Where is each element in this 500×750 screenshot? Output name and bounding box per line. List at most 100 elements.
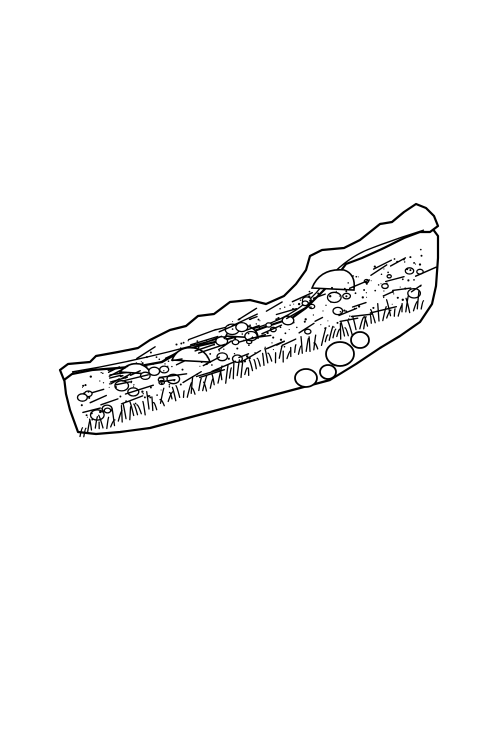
stipple-dot: [199, 365, 201, 367]
grass-blade: [120, 404, 123, 423]
pebble: [231, 338, 240, 346]
stipple-dot: [248, 357, 251, 360]
stipple-dot: [413, 279, 415, 281]
stipple-dot: [419, 248, 422, 251]
stipple-dot: [211, 364, 213, 366]
twig: [372, 259, 392, 270]
stipple-dot: [168, 386, 171, 388]
stipple-dot: [266, 331, 269, 335]
pebble: [235, 321, 249, 333]
stipple-dot: [164, 363, 166, 365]
stipple-dot: [366, 296, 368, 298]
stipple-dot: [121, 374, 124, 377]
stipple-dot: [87, 390, 90, 393]
twig: [121, 374, 149, 382]
stipple-dot: [141, 362, 144, 365]
stipple-dot: [347, 282, 349, 284]
grass-blade: [261, 352, 265, 366]
pebble: [381, 283, 389, 290]
twig: [245, 324, 260, 331]
twig: [121, 373, 132, 380]
stipple-dot: [175, 343, 178, 346]
stipple-dot: [139, 388, 141, 390]
grass-blade: [420, 300, 425, 310]
stipple-dot: [119, 395, 122, 398]
twig: [314, 316, 324, 322]
grass-blade: [351, 315, 357, 331]
stipple-dot: [293, 303, 295, 305]
stipple-dot: [312, 314, 315, 316]
stipple-dot: [249, 318, 252, 321]
stipple-dot: [280, 345, 283, 348]
grass-blade: [305, 337, 310, 353]
stipple-dot: [301, 309, 304, 311]
stipple-dot: [193, 343, 196, 345]
twig: [392, 287, 412, 292]
stipple-dot: [80, 404, 83, 407]
stipple-dot: [243, 339, 245, 341]
stipple-dot: [289, 304, 291, 306]
stipple-dot: [401, 278, 404, 281]
grass-blade: [300, 336, 303, 354]
twig: [312, 293, 326, 299]
grass-blade: [211, 373, 215, 386]
stipple-dot: [403, 261, 406, 263]
stipple-dot: [148, 394, 151, 397]
stipple-dot: [231, 328, 234, 330]
grass-blade: [347, 320, 353, 336]
stipple-dot: [133, 385, 135, 387]
stipple-dot: [320, 324, 322, 326]
stipple-dot: [365, 282, 368, 285]
stipple-dot: [349, 315, 351, 317]
stipple-dot: [196, 340, 199, 342]
stipple-dot: [297, 302, 301, 306]
stipple-dot: [354, 292, 357, 295]
stipple-dot: [264, 346, 266, 348]
stipple-dot: [279, 326, 282, 329]
stipple-dot: [209, 352, 212, 355]
stipple-dot: [383, 296, 385, 299]
stipple-dot: [100, 371, 102, 374]
grass-fringe: [79, 290, 425, 438]
twig: [276, 340, 285, 346]
stipple-dot: [223, 337, 226, 340]
stipple-dot: [396, 296, 399, 299]
stipple-dot: [339, 310, 342, 313]
stipple-dot: [218, 349, 221, 352]
stipple-dot: [156, 394, 158, 396]
pebble: [281, 315, 295, 326]
stipple-dot: [296, 326, 298, 329]
stipple-dot: [196, 373, 199, 375]
stipple-dot: [387, 271, 389, 274]
grass-blade: [228, 367, 232, 379]
stipple-dot: [343, 287, 346, 290]
stipple-dot: [352, 285, 356, 289]
stipple-dot: [225, 338, 227, 340]
grass-blade: [264, 347, 269, 364]
twig: [91, 388, 105, 394]
twig: [414, 266, 437, 277]
grass-blade: [225, 364, 229, 384]
stipple-dot: [361, 296, 364, 299]
twig: [298, 322, 315, 334]
grass-blade: [122, 402, 127, 420]
twig: [383, 291, 394, 297]
stipple-dot: [246, 355, 249, 358]
stipple-dot: [377, 284, 380, 286]
grass-blade: [336, 328, 341, 338]
twig: [338, 307, 358, 317]
grass-blade: [244, 367, 249, 376]
twig: [291, 292, 313, 303]
twig: [187, 328, 217, 341]
stipple-dot: [325, 304, 327, 306]
stipple-dot: [180, 342, 183, 345]
twig: [240, 350, 262, 363]
grass-blade: [297, 345, 302, 355]
stipple-dot: [99, 380, 101, 382]
stipple-dot: [279, 338, 283, 341]
stipple-dot: [143, 396, 146, 399]
twig: [114, 381, 131, 386]
twig: [410, 284, 422, 293]
stipple-dot: [164, 380, 166, 382]
stipple-dot: [357, 276, 359, 278]
